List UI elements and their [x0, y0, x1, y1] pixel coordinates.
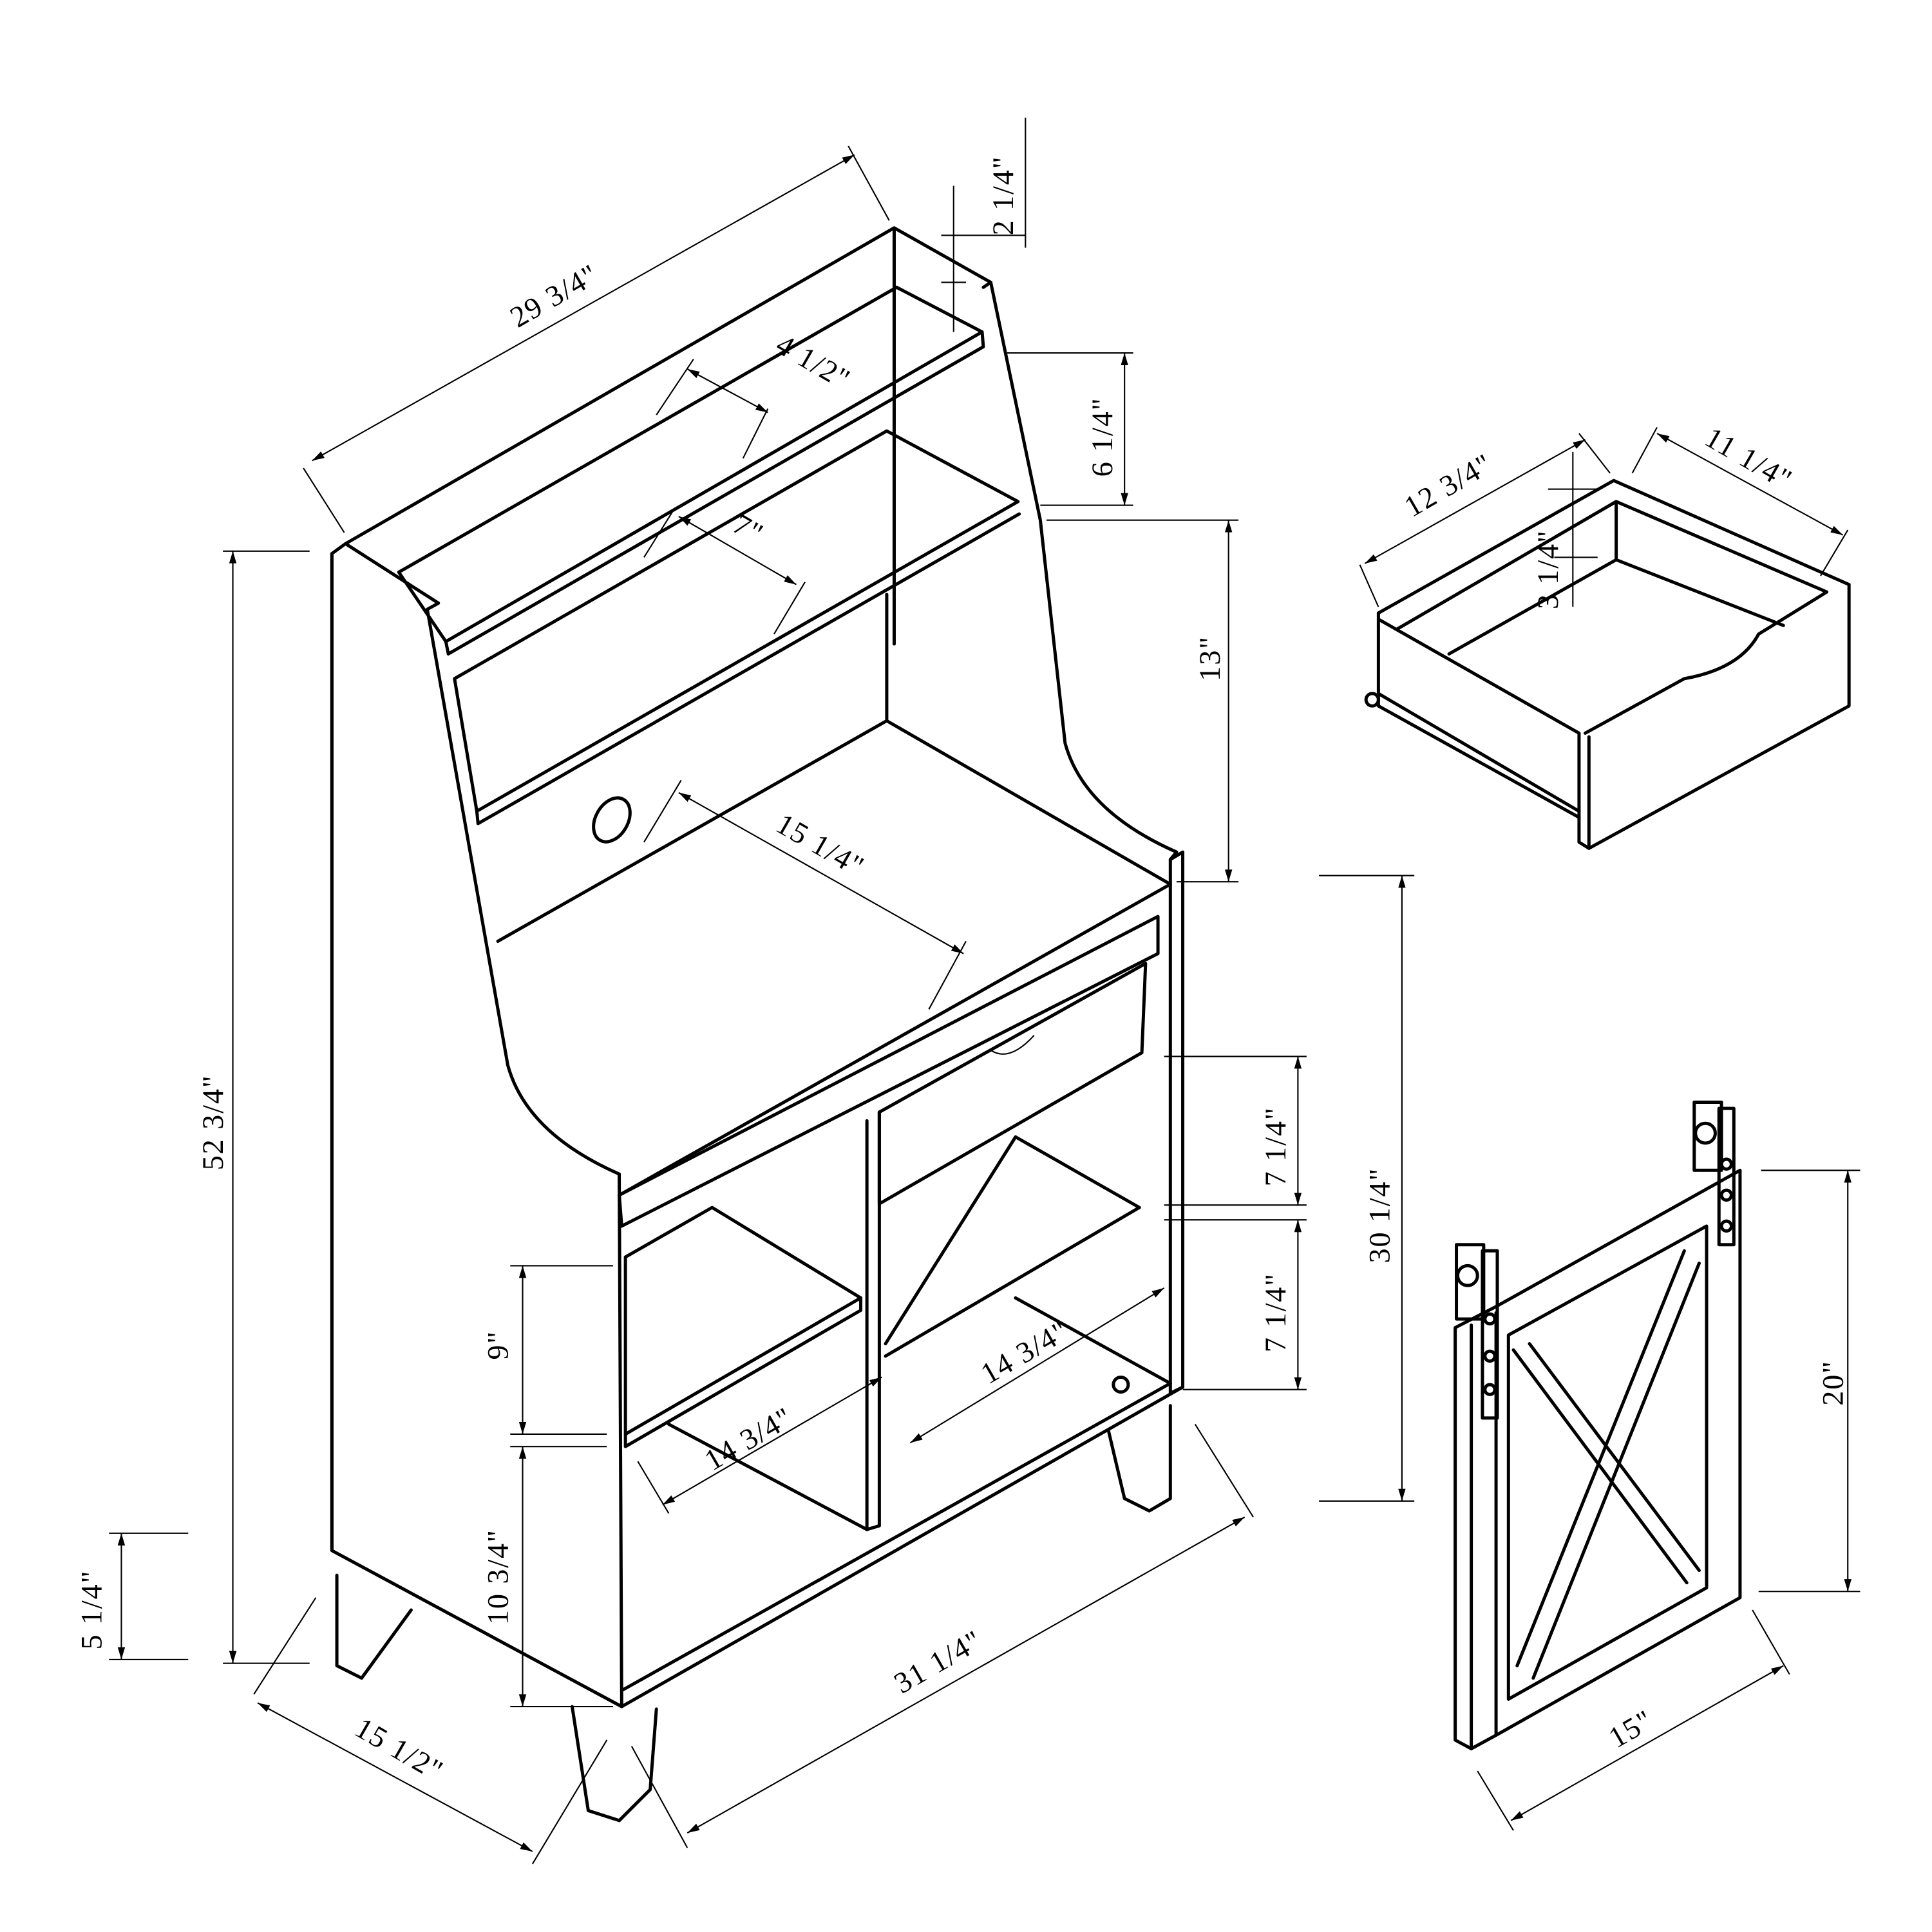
label-middle-shelf-depth: 7"	[728, 507, 770, 551]
label-overall-width-top: 29 3/4"	[504, 258, 603, 334]
barn-door-drawing	[1454, 1101, 1861, 1831]
label-left-upper-opening: 9"	[481, 1331, 514, 1360]
label-lower-right-opening: 7 1/4"	[1259, 1273, 1292, 1352]
label-drawer-height-3: 3 1/4"	[1531, 529, 1564, 609]
label-overall-width: 31 1/4"	[889, 1624, 988, 1700]
label-left-lower-opening: 10 3/4"	[481, 1529, 514, 1625]
cabinet-dimension-lines	[109, 117, 1415, 1864]
label-door-width: 15"	[1603, 1703, 1659, 1755]
label-base-height: 30 1/4"	[1363, 1168, 1396, 1264]
label-top-lip-height: 2 1/4"	[987, 155, 1019, 235]
label-drawer-depth: 11 1/4"	[1700, 421, 1798, 497]
label-drawer-width: 12 3/4"	[1399, 447, 1498, 524]
label-door-height: 20"	[1817, 1360, 1850, 1406]
label-leg-height: 5 1/4"	[75, 1570, 108, 1650]
dimension-labels: 29 3/4" 2 1/4" 4 1/2" 6 1/4" 7" 13" 15 1…	[75, 155, 1850, 1787]
label-overall-depth: 15 1/2"	[350, 1711, 449, 1788]
cabinet-drawing	[330, 226, 1185, 1823]
label-top-shelf-spacing: 6 1/4"	[1086, 397, 1119, 477]
label-drawer-height: 7 1/4"	[1259, 1106, 1292, 1186]
label-microwave-opening-height: 13"	[1193, 636, 1226, 681]
label-overall-height: 52 3/4"	[196, 1074, 229, 1170]
label-top-shelf-depth: 4 1/2"	[771, 328, 857, 396]
label-counter-depth: 15 1/4"	[771, 807, 870, 884]
drawer-drawing	[1359, 426, 1851, 850]
